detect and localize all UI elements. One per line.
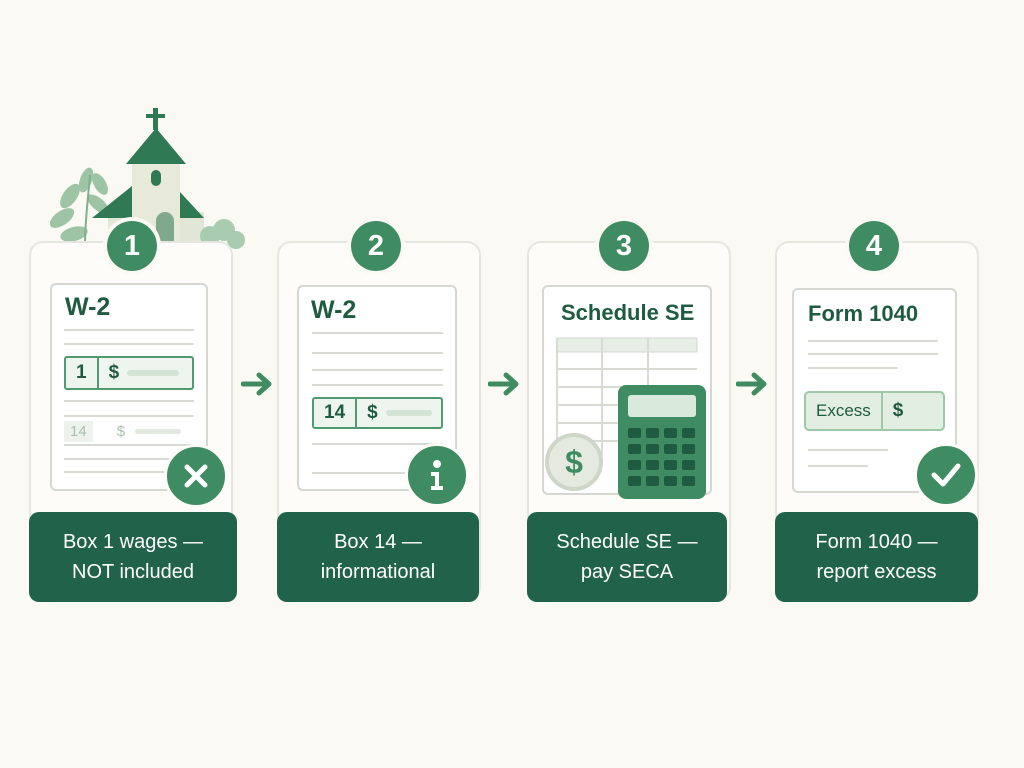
dollar-icon: $ [892,400,904,421]
form-line [312,369,443,371]
step-4-excess-label: Excess [816,401,871,420]
form-line [808,353,938,355]
amount-bar [385,410,432,416]
calculator-icon [618,385,706,499]
form-line [312,443,443,445]
step-4-form-title: Form 1040 [808,301,919,326]
form-line [808,449,888,451]
arrow-right-icon [241,372,272,396]
step-3-caption: Schedule SE — pay SECA [527,512,727,602]
form-line [64,415,194,417]
step-1-form-title: W-2 [65,293,111,321]
amount-bar [135,428,182,434]
info-icon [405,443,469,507]
step-2-number-badge: 2 [351,221,401,271]
dollar-coin-icon: $ [545,433,603,491]
amount-bar [127,370,180,376]
dollar-icon: $ [108,362,120,383]
step-2-form-title: W-2 [311,296,357,324]
step-1-caption-line2: NOT included [72,561,194,583]
step-1-caption: Box 1 wages — NOT included [29,512,237,602]
step-1-caption-line1: Box 1 wages — [62,531,204,553]
field-divider [355,399,358,427]
step-1-box14-number: 14 [64,420,93,442]
form-line [808,465,868,467]
step-2-caption: Box 14 — informational [277,512,479,602]
step-1-number-badge: 1 [107,221,157,271]
form-line [64,471,194,473]
step-4-caption: Form 1040 — report excess [775,512,978,602]
step-2-caption-line2: informational [320,561,436,583]
form-line [64,400,194,402]
form-line [312,384,443,386]
plant-left-icon [49,167,109,242]
step-4-caption-line2: report excess [816,561,937,583]
dollar-icon: $ [116,422,126,440]
step-2-box14-number: 14 [324,402,346,423]
form-line [64,458,194,460]
step-3-form-title: Schedule SE [561,300,695,325]
step-3-caption-line1: Schedule SE — [556,531,698,553]
form-line [808,367,898,369]
step-4-number-badge: 4 [849,221,899,271]
arrow-right-icon [488,372,519,396]
form-line [312,332,443,334]
step-1-box1-field: 1 $ [64,356,194,390]
step-4-excess-field: Excess $ [804,391,945,431]
form-line [312,472,443,474]
field-divider [880,393,883,429]
dollar-icon: $ [565,443,583,480]
step-2-box14-field: 14 $ [312,397,443,429]
arrow-right-icon [736,372,767,396]
form-line [64,343,194,345]
form-line [64,444,194,446]
step-3-number-badge: 3 [599,221,649,271]
step-1-box14-faded-field: 14 $ [64,420,184,442]
form-line [808,340,938,342]
check-icon [914,443,978,507]
field-divider [96,358,99,388]
step-4-caption-line1: Form 1040 — [815,531,938,553]
step-1-box1-number: 1 [76,362,87,383]
step-2-caption-line1: Box 14 — [334,531,422,553]
step-3-caption-line2: pay SECA [580,561,674,583]
dollar-icon: $ [367,402,378,423]
close-icon [164,444,228,508]
form-line [64,329,194,331]
form-line [312,352,443,354]
